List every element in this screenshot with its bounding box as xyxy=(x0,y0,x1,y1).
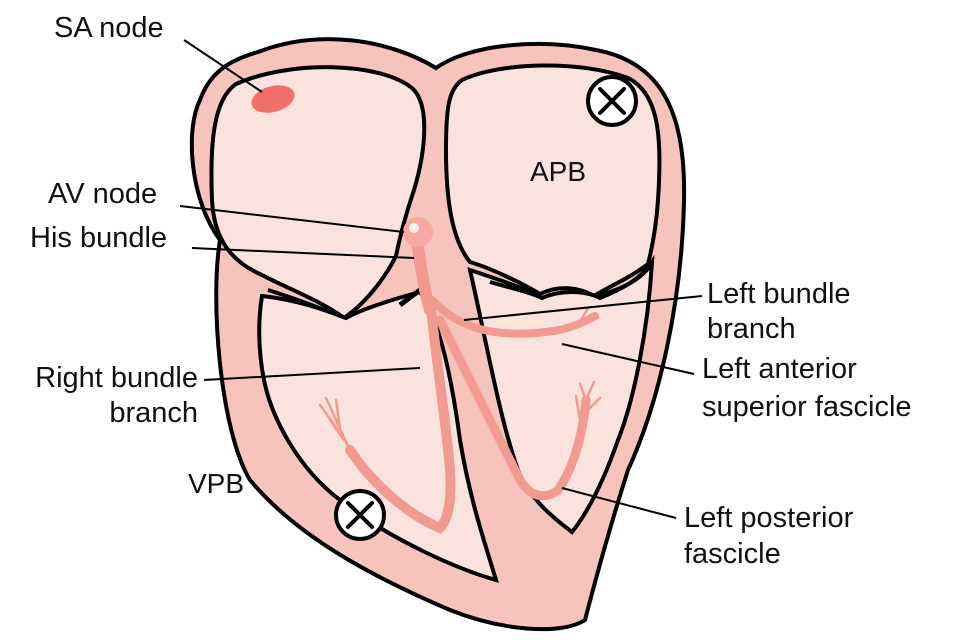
label-right-bundle-branch-line2: branch xyxy=(109,397,198,429)
label-apb: APB xyxy=(530,156,587,187)
label-his-bundle: His bundle xyxy=(30,222,168,254)
leader-left-anterior xyxy=(561,343,695,375)
label-left-bundle-branch-line2: branch xyxy=(707,313,796,345)
label-vpb: VPB xyxy=(188,468,245,499)
tricuspid-leaflet xyxy=(267,288,347,320)
label-left-posterior-line1: Left posterior xyxy=(684,502,854,534)
leader-av-node xyxy=(179,205,405,233)
sa-node xyxy=(251,85,295,113)
label-left-posterior-line2: fascicle xyxy=(684,538,781,570)
label-left-anterior-line2: superior fascicle xyxy=(702,391,912,423)
vpb-x-icon xyxy=(334,489,386,541)
label-av-node: AV node xyxy=(48,178,158,210)
mitral-leaflet-anterior xyxy=(489,280,543,300)
label-sa-node: SA node xyxy=(54,12,164,44)
purkinje-fibers-left-posterior xyxy=(574,380,602,422)
right-bundle-branch-path xyxy=(345,295,456,534)
purkinje-fibers-right xyxy=(318,396,352,452)
left-posterior-fascicle-path xyxy=(435,315,591,501)
leader-right-bundle-branch xyxy=(203,367,421,381)
leader-his-bundle xyxy=(191,247,415,259)
leader-sa-node xyxy=(183,39,263,93)
label-right-bundle-branch-line1: Right bundle xyxy=(35,362,198,394)
label-left-bundle-branch-line1: Left bundle xyxy=(707,278,851,310)
label-left-anterior-line1: Left anterior xyxy=(702,353,857,385)
apb-x-icon xyxy=(586,75,638,127)
septal-leaflet xyxy=(398,288,422,307)
mitral-leaflet-posterior xyxy=(595,264,652,298)
leader-left-posterior xyxy=(561,487,677,519)
purkinje-fibers-left-anterior xyxy=(573,306,600,330)
leader-left-bundle-branch xyxy=(463,295,703,321)
av-node xyxy=(403,217,433,247)
av-node-highlight xyxy=(409,223,419,233)
